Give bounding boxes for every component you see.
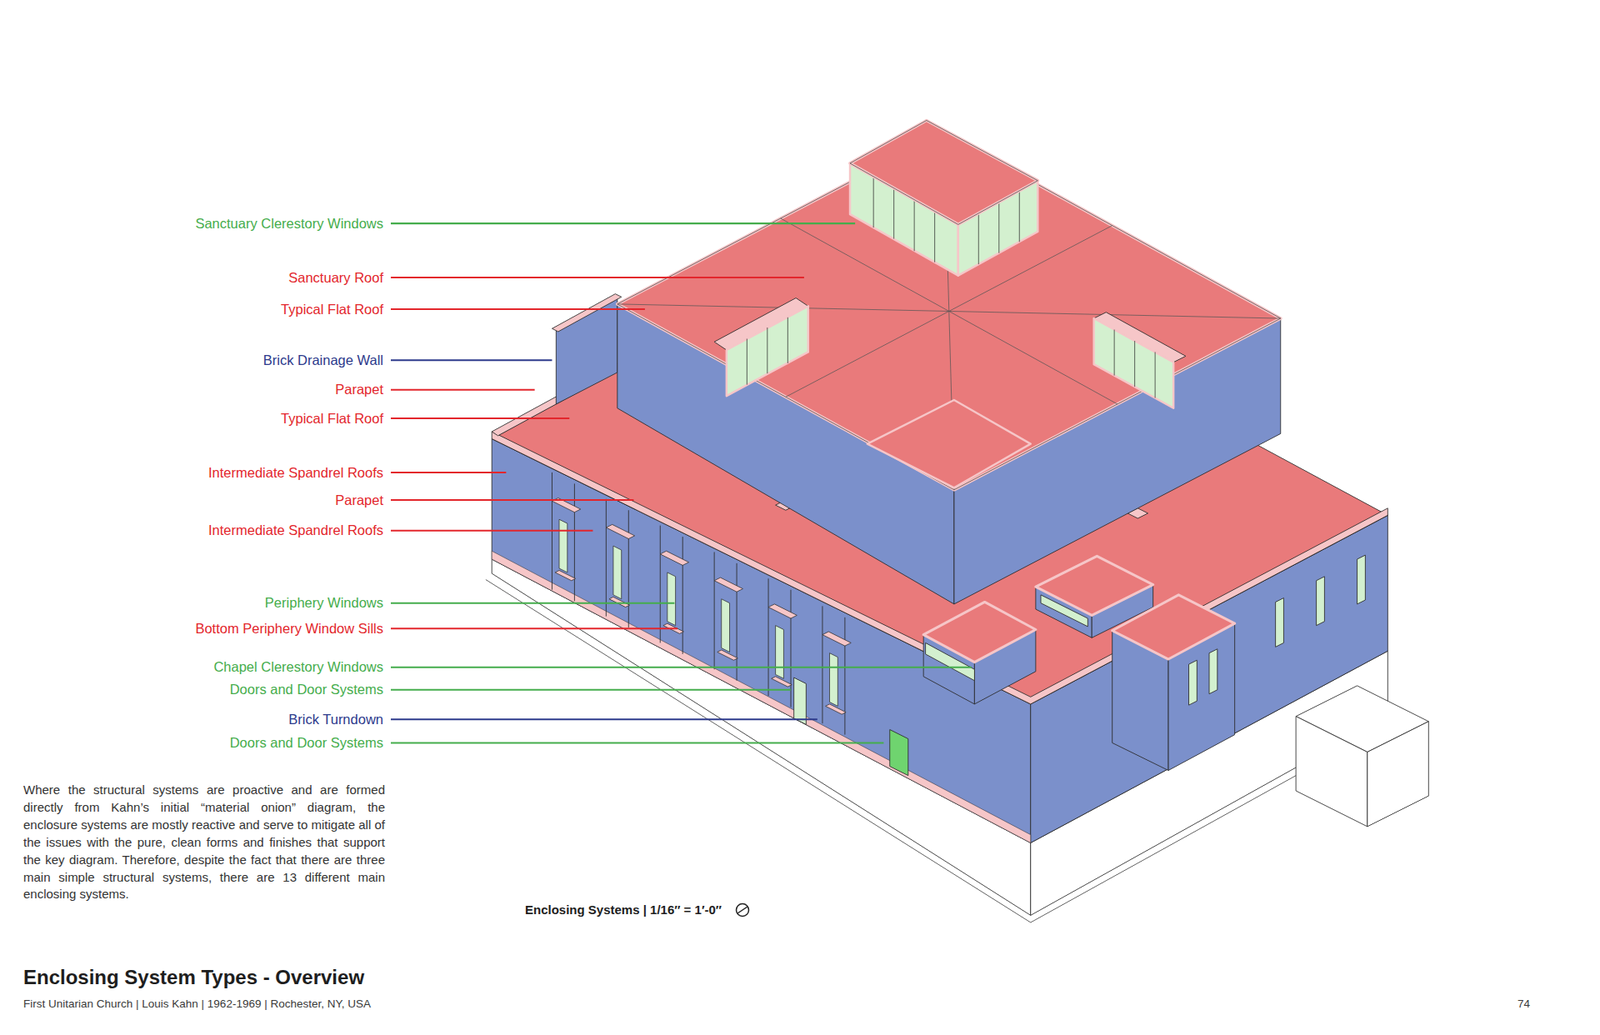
page-number: 74	[1517, 997, 1530, 1012]
periphery-bay	[714, 551, 743, 680]
leader-line	[390, 389, 535, 391]
callout-label: Brick Turndown	[288, 710, 384, 729]
periphery-bay	[768, 578, 797, 707]
mullions	[1114, 330, 1155, 399]
periphery-window	[1189, 660, 1198, 705]
leader-line	[390, 602, 675, 605]
periphery-bay	[605, 499, 635, 628]
service-box	[1295, 716, 1368, 827]
chapel-roof	[1035, 555, 1154, 615]
page-caption: First Unitarian Church | Louis Kahn | 19…	[23, 997, 371, 1012]
periphery-window	[1275, 598, 1285, 648]
leader-line	[390, 718, 818, 720]
callout-label: Chapel Clerestory Windows	[213, 658, 384, 676]
leader-line	[390, 276, 805, 279]
periphery-bay	[660, 525, 689, 655]
periphery-window	[1316, 576, 1325, 626]
callout-label: Bottom Periphery Window Sills	[195, 620, 384, 638]
callout-label: Parapet	[335, 491, 384, 510]
callout-label: Periphery Windows	[265, 594, 384, 612]
service-box	[1367, 721, 1429, 827]
periphery-bay	[551, 472, 580, 601]
leader-line	[390, 359, 552, 361]
leader-line	[390, 308, 645, 310]
callout-label: Parapet	[335, 380, 384, 399]
drawing	[390, 120, 1429, 922]
leader-line	[390, 530, 593, 532]
note-paragraph: Where the structural systems are proacti…	[23, 781, 385, 904]
leader-line	[390, 666, 972, 669]
leader-line	[390, 499, 634, 501]
callout-label: Sanctuary Roof	[288, 269, 384, 287]
leader-lines	[390, 223, 972, 743]
leader-line	[390, 689, 791, 691]
sanctuary-monitor	[867, 400, 1031, 488]
callout-label: Typical Flat Roof	[280, 300, 384, 319]
periphery-bay	[822, 605, 851, 735]
callout-label: Brick Drainage Wall	[263, 351, 384, 370]
page-title: Enclosing System Types - Overview	[23, 965, 365, 990]
callout-label: Doors and Door Systems	[230, 680, 384, 699]
tower-roof	[1112, 595, 1235, 660]
callout-label: Intermediate Spandrel Roofs	[208, 521, 384, 540]
clerestory-window	[1094, 318, 1175, 409]
north-symbol	[736, 904, 750, 917]
leader-line	[390, 627, 678, 630]
leader-line	[390, 222, 855, 225]
leader-line	[390, 471, 506, 474]
mullions	[746, 317, 788, 385]
chapel-roof	[923, 601, 1036, 662]
callout-label: Typical Flat Roof	[280, 410, 384, 428]
scale-label: Enclosing Systems | 1/16″ = 1′-0″	[525, 902, 722, 919]
door	[794, 677, 807, 725]
callout-label: Sanctuary Clerestory Windows	[195, 215, 384, 233]
door	[890, 730, 909, 776]
periphery-window	[1209, 649, 1218, 695]
leader-line	[390, 741, 884, 744]
callout-label: Intermediate Spandrel Roofs	[208, 464, 384, 482]
clerestory-window	[726, 305, 809, 396]
lantern-roof-edge	[850, 120, 1038, 225]
callout-label: Doors and Door Systems	[230, 734, 384, 752]
periphery-window	[1357, 555, 1366, 605]
lantern-roof	[850, 120, 1038, 225]
parapet	[551, 294, 621, 332]
leader-line	[390, 417, 570, 420]
